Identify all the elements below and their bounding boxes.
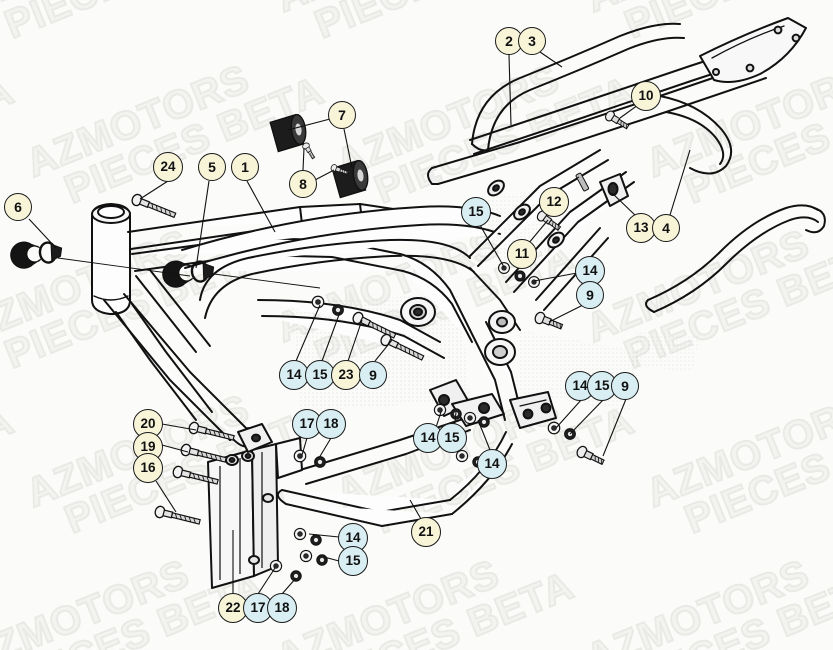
leader-line <box>318 437 332 459</box>
leader-line <box>347 319 363 362</box>
callout-leader-lines <box>28 51 691 595</box>
callout-1[interactable]: 1 <box>231 153 259 181</box>
leader-line <box>281 577 297 595</box>
callout-3[interactable]: 3 <box>518 27 546 55</box>
leader-line <box>257 567 276 595</box>
leader-line <box>302 147 305 171</box>
callout-9[interactable]: 9 <box>576 281 604 309</box>
leader-line <box>287 118 331 131</box>
leader-line <box>28 218 57 249</box>
leader-line <box>569 398 605 435</box>
leader-line <box>533 272 578 282</box>
callout-7[interactable]: 7 <box>328 101 356 129</box>
callout-14[interactable]: 14 <box>279 360 309 390</box>
leader-line <box>301 437 308 456</box>
leader-line <box>314 169 335 181</box>
leader-line <box>539 51 563 68</box>
leader-line <box>155 480 177 513</box>
callout-5[interactable]: 5 <box>198 153 226 181</box>
callout-15[interactable]: 15 <box>461 197 491 227</box>
callout-6[interactable]: 6 <box>4 193 32 221</box>
leader-line <box>323 556 340 562</box>
callout-10[interactable]: 10 <box>631 81 661 111</box>
rear-subframe <box>427 17 826 313</box>
leader-line <box>479 224 505 268</box>
leader-line <box>246 180 276 233</box>
leader-line <box>548 304 584 323</box>
leader-line <box>374 339 393 362</box>
callout-15[interactable]: 15 <box>338 546 368 576</box>
callout-15[interactable]: 15 <box>305 360 335 390</box>
callout-13[interactable]: 13 <box>626 213 656 243</box>
callout-14[interactable]: 14 <box>575 256 605 286</box>
leader-line <box>669 149 691 216</box>
callout-9[interactable]: 9 <box>611 372 639 400</box>
leader-line <box>477 419 491 451</box>
callout-15[interactable]: 15 <box>437 423 467 453</box>
leader-line <box>602 398 627 457</box>
leader-line <box>409 499 422 520</box>
leader-line <box>611 192 637 217</box>
leader-line <box>555 398 583 429</box>
engine-guard-bracket <box>207 423 303 589</box>
leader-line <box>161 423 197 431</box>
callout-18[interactable]: 18 <box>316 409 346 439</box>
callout-24[interactable]: 24 <box>153 152 183 182</box>
callout-4[interactable]: 4 <box>652 214 680 242</box>
callout-18[interactable]: 18 <box>267 593 297 623</box>
bushing-parts <box>269 113 369 199</box>
leader-line <box>139 180 169 200</box>
callout-21[interactable]: 21 <box>411 517 441 547</box>
leader-line <box>195 180 210 269</box>
frame-tubes <box>91 203 522 448</box>
callout-8[interactable]: 8 <box>289 170 317 198</box>
leader-line <box>321 311 341 362</box>
callout-11[interactable]: 11 <box>507 239 537 269</box>
cable-clamp-parts <box>10 241 321 289</box>
callout-9[interactable]: 9 <box>359 361 387 389</box>
fastener-parts <box>129 108 631 582</box>
callout-12[interactable]: 12 <box>539 187 569 217</box>
leader-line <box>527 219 549 245</box>
callout-14[interactable]: 14 <box>477 449 507 479</box>
leader-line <box>508 54 512 126</box>
leader-line <box>161 444 189 453</box>
leader-line <box>308 533 340 538</box>
leader-line <box>343 128 353 169</box>
leader-line <box>295 304 321 362</box>
callout-16[interactable]: 16 <box>133 453 163 483</box>
callout-23[interactable]: 23 <box>331 360 361 390</box>
